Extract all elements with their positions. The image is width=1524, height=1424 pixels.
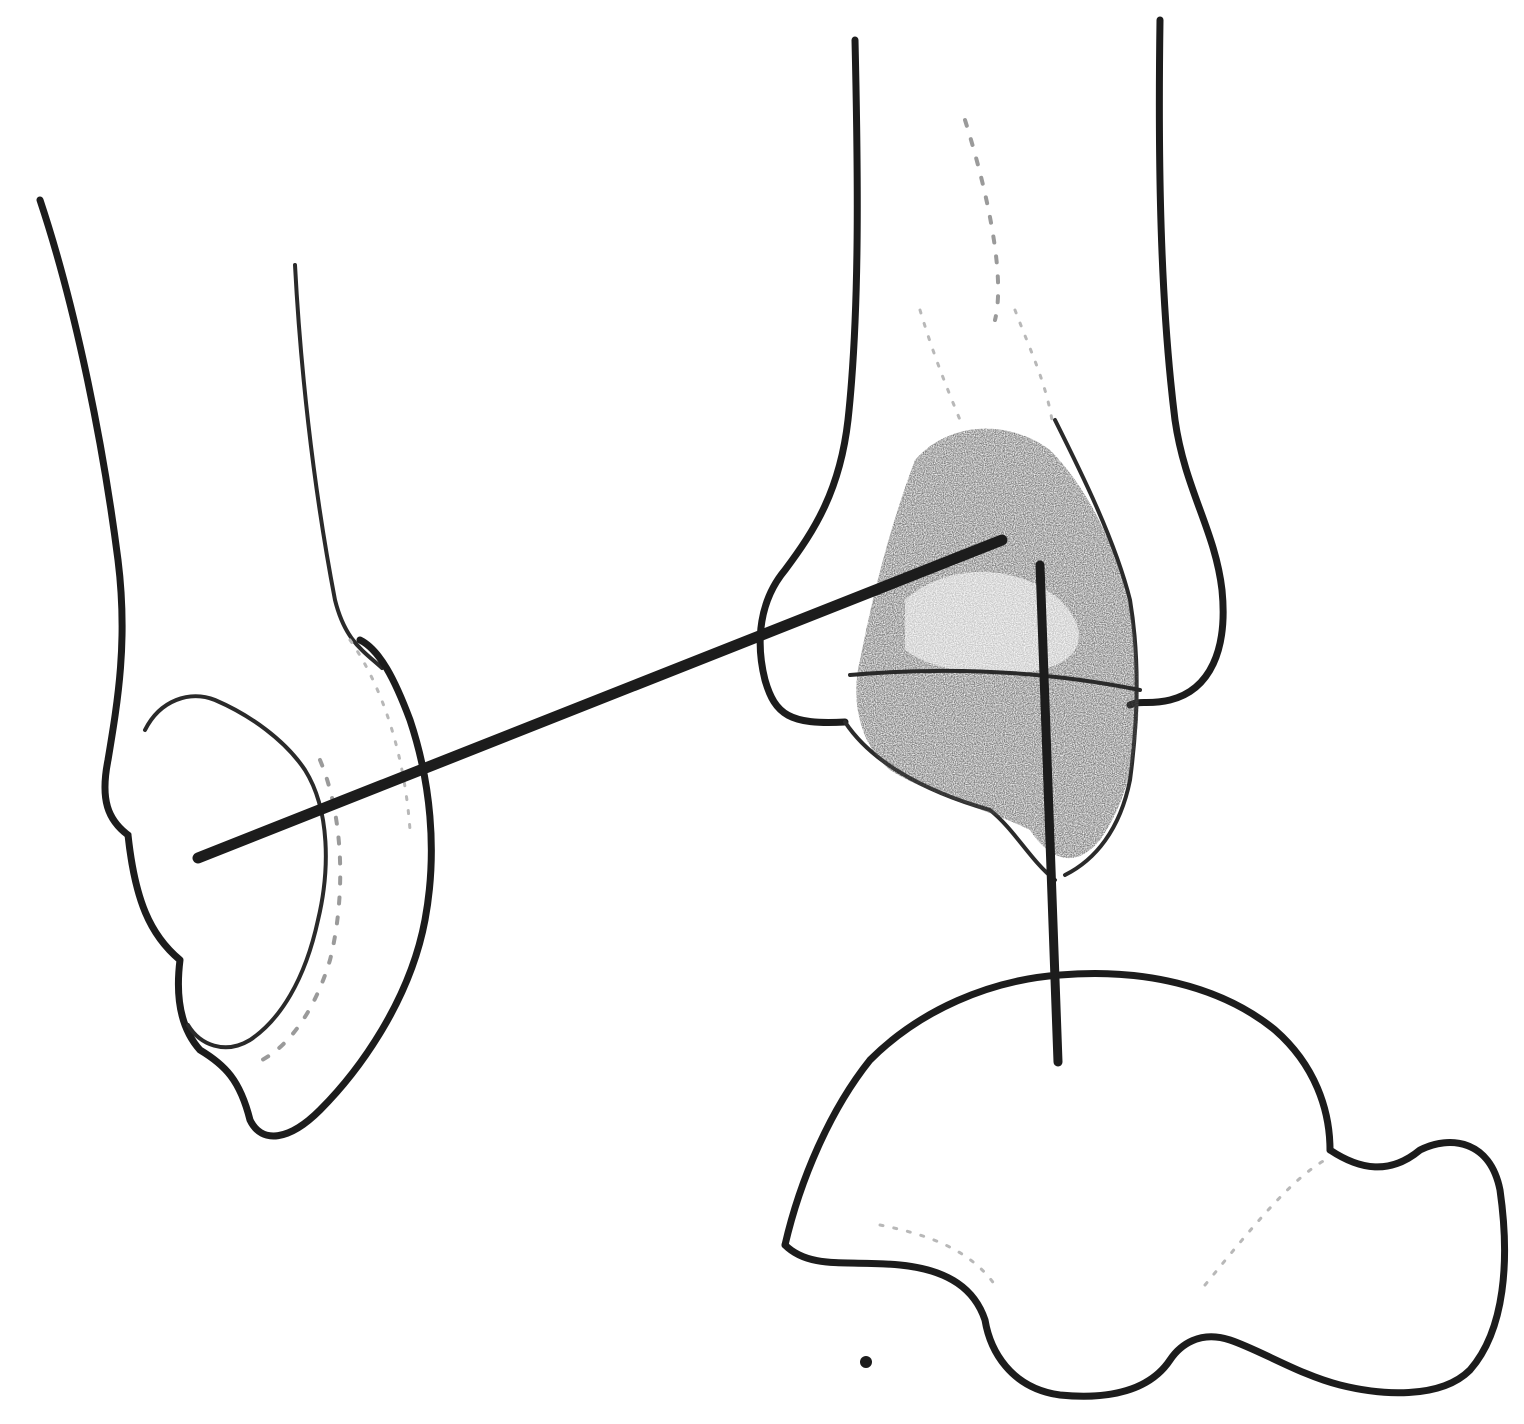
tibia-dotted-inner-edge-2	[1015, 310, 1052, 420]
lateral-shaft-posterior-edge	[40, 200, 128, 835]
foot-outline	[785, 973, 1505, 1396]
lateral-view	[40, 200, 431, 1136]
anterior-view	[760, 20, 1223, 880]
talus-lateral-outline	[145, 696, 326, 1047]
tibia-dotted-inner-edge	[920, 310, 960, 420]
fibula-lateral-edge	[1130, 20, 1223, 705]
ink-dot	[860, 1356, 872, 1368]
foot-inner-contour-2	[1205, 1160, 1325, 1285]
lateral-shaft-anterior-edge	[295, 265, 382, 668]
interosseous-dotted-edge	[965, 120, 998, 320]
foot-heel-outline	[785, 1143, 1505, 1397]
